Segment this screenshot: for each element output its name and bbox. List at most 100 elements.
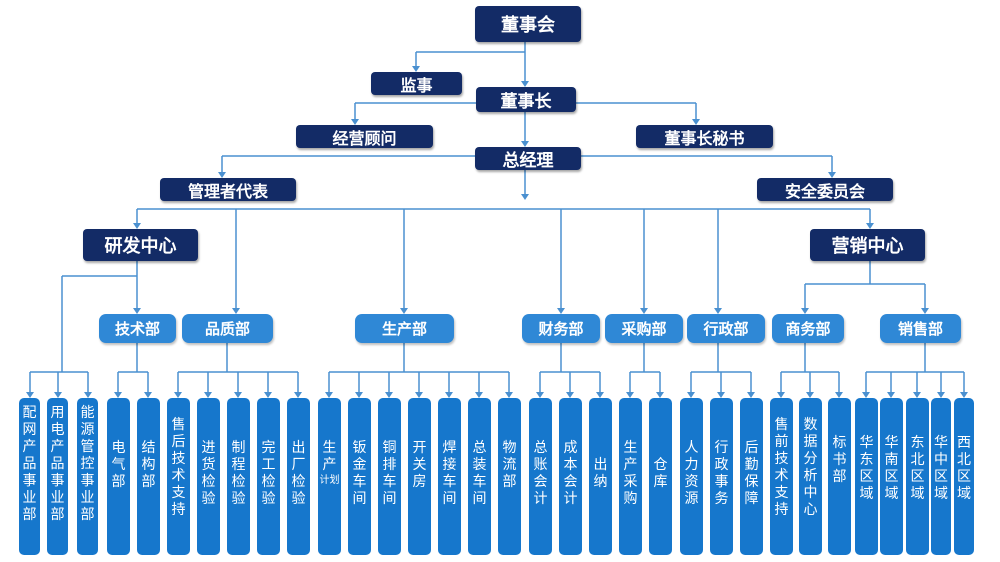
- connector-arrow: [687, 392, 695, 398]
- unit-rd1: 配网产品事业部: [19, 398, 40, 555]
- unit-bidding: 标书部: [828, 398, 851, 555]
- mgmt-rep-box: 管理者代表: [160, 178, 296, 201]
- marketing-center-box: 营销中心: [810, 229, 925, 261]
- unit-rd2: 用电产品事业部: [47, 398, 68, 555]
- purchasing-dept-box: 采购部: [605, 314, 683, 343]
- quality-dept-box: 品质部: [182, 314, 273, 343]
- connector-arrow: [521, 141, 529, 147]
- business-dept-box: 商务部: [772, 314, 844, 343]
- chairman-secretary-box: 董事长秘书: [636, 125, 773, 148]
- general-manager-box: 总经理: [475, 147, 581, 171]
- connector-arrow: [521, 194, 529, 200]
- connector-arrow: [133, 223, 141, 229]
- connector-arrow: [385, 392, 393, 398]
- unit-rd3: 能源管控事业部: [77, 398, 98, 555]
- connector-arrow: [174, 392, 182, 398]
- connector-arrow: [84, 392, 92, 398]
- connector-arrow: [566, 392, 574, 398]
- connector-arrow: [887, 392, 895, 398]
- connector-arrow: [913, 392, 921, 398]
- connector-arrow: [351, 119, 359, 125]
- connector-arrow: [505, 392, 513, 398]
- connector-arrow: [325, 392, 333, 398]
- connector-arrow: [445, 392, 453, 398]
- connector-arrow: [114, 392, 122, 398]
- unit-process: 制程检验: [227, 398, 250, 555]
- unit-copper: 铜排车间: [378, 398, 401, 555]
- unit-east: 华东区域: [855, 398, 878, 555]
- unit-northeast: 东北区域: [906, 398, 929, 555]
- supervisor-box: 监事: [371, 72, 462, 95]
- unit-warehouse: 仓库: [649, 398, 672, 555]
- connector-arrow: [714, 308, 722, 314]
- connector-arrow: [866, 223, 874, 229]
- connector-arrow: [415, 392, 423, 398]
- board-box: 董事会: [475, 6, 581, 42]
- connector-arrow: [412, 66, 420, 72]
- tech-dept-box: 技术部: [99, 314, 176, 343]
- unit-procurement: 生产采购: [619, 398, 642, 555]
- connector-arrow: [640, 308, 648, 314]
- connector-arrow: [264, 392, 272, 398]
- connector-arrow: [475, 392, 483, 398]
- unit-logistics-support: 后勤保障: [740, 398, 763, 555]
- unit-sheet-metal: 钣金车间: [348, 398, 371, 555]
- unit-admin-affairs: 行政事务: [710, 398, 733, 555]
- connector-arrow: [536, 392, 544, 398]
- production-dept-box: 生产部: [355, 314, 454, 343]
- consultant-box: 经营顾问: [296, 125, 433, 148]
- unit-final: 完工检验: [257, 398, 280, 555]
- unit-structure: 结构部: [137, 398, 160, 555]
- unit-logistics: 物流部: [498, 398, 521, 555]
- unit-electrical: 电气部: [107, 398, 130, 555]
- unit-welding: 焊接车间: [438, 398, 461, 555]
- connector-arrow: [204, 392, 212, 398]
- connector-arrow: [294, 392, 302, 398]
- connector-arrow: [557, 308, 565, 314]
- plan-small-label: 计划: [319, 475, 340, 486]
- connector-arrow: [835, 392, 843, 398]
- sales-dept-box: 销售部: [880, 314, 961, 343]
- unit-switch-room: 开关房: [408, 398, 431, 555]
- connector-arrow: [144, 392, 152, 398]
- connector-arrow: [862, 392, 870, 398]
- unit-cost-accounting: 成本会计: [559, 398, 582, 555]
- unit-data-center: 数据分析中心: [799, 398, 822, 555]
- unit-after-sales: 售后技术支持: [167, 398, 190, 555]
- finance-dept-box: 财务部: [522, 314, 600, 343]
- connector-arrow: [806, 392, 814, 398]
- connector-arrow: [828, 172, 836, 178]
- connector-arrow: [232, 308, 240, 314]
- unit-hr: 人力资源: [680, 398, 703, 555]
- unit-northwest: 西北区域: [954, 398, 974, 555]
- connector-arrow: [400, 308, 408, 314]
- connector-arrow: [626, 392, 634, 398]
- connector-arrow: [921, 308, 929, 314]
- unit-cashier: 出纳: [589, 398, 612, 555]
- connector-arrow: [801, 308, 809, 314]
- unit-presales: 售前技术支持: [770, 398, 793, 555]
- connector-arrow: [596, 392, 604, 398]
- connector-arrow: [218, 172, 226, 178]
- unit-assembly: 总装车间: [468, 398, 491, 555]
- connector-arrow: [747, 392, 755, 398]
- unit-gl-accounting: 总账会计: [529, 398, 552, 555]
- unit-incoming: 进货检验: [197, 398, 220, 555]
- connector-arrow: [26, 392, 34, 398]
- rd-center-box: 研发中心: [83, 229, 198, 261]
- safety-committee-box: 安全委员会: [757, 178, 893, 201]
- connector-arrow: [133, 308, 141, 314]
- admin-dept-box: 行政部: [687, 314, 765, 343]
- connector-arrow: [717, 392, 725, 398]
- connector-arrow: [656, 392, 664, 398]
- unit-central: 华中区域: [931, 398, 951, 555]
- unit-production-plan: 生产计划: [318, 398, 341, 555]
- chairman-box: 董事长: [476, 87, 576, 112]
- connector-arrow: [960, 392, 968, 398]
- unit-south: 华南区域: [880, 398, 903, 555]
- connector-arrow: [777, 392, 785, 398]
- connector-arrow: [521, 81, 529, 87]
- connector-arrow: [234, 392, 242, 398]
- connector-arrow: [54, 392, 62, 398]
